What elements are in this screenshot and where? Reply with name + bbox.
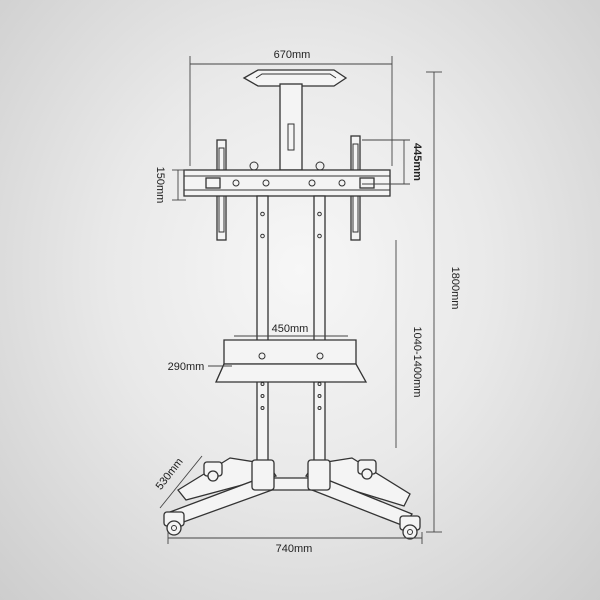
label-base-width: 740mm [276, 543, 313, 555]
dim-base-width [167, 532, 423, 544]
dim-plate-height [172, 169, 186, 201]
dim-base-depth [159, 455, 203, 509]
top-camera-plate [242, 69, 348, 87]
label-shelf-depth: 290mm [168, 361, 205, 373]
caster-front-right [399, 515, 421, 540]
label-bracket-height: 445mm [411, 143, 423, 181]
label-adjust-range: 1040-1400mm [411, 327, 423, 398]
right-column [313, 195, 326, 467]
caster-back-left [203, 461, 223, 482]
base-frame [169, 457, 413, 527]
top-support-post [279, 83, 303, 171]
equipment-shelf [214, 339, 368, 383]
dim-total-height [426, 71, 442, 533]
dim-top-width [189, 56, 393, 166]
label-top-width: 670mm [274, 49, 311, 61]
horizontal-mount-plate [183, 161, 391, 197]
label-total-height: 1800mm [449, 267, 461, 310]
caster-back-right [357, 459, 377, 480]
caster-front-left [163, 511, 185, 536]
label-base-depth: 530mm [154, 456, 186, 492]
dim-bracket-height [362, 139, 410, 185]
label-plate-height: 150mm [154, 167, 166, 204]
left-column [256, 195, 269, 467]
label-shelf-width: 450mm [272, 323, 309, 335]
